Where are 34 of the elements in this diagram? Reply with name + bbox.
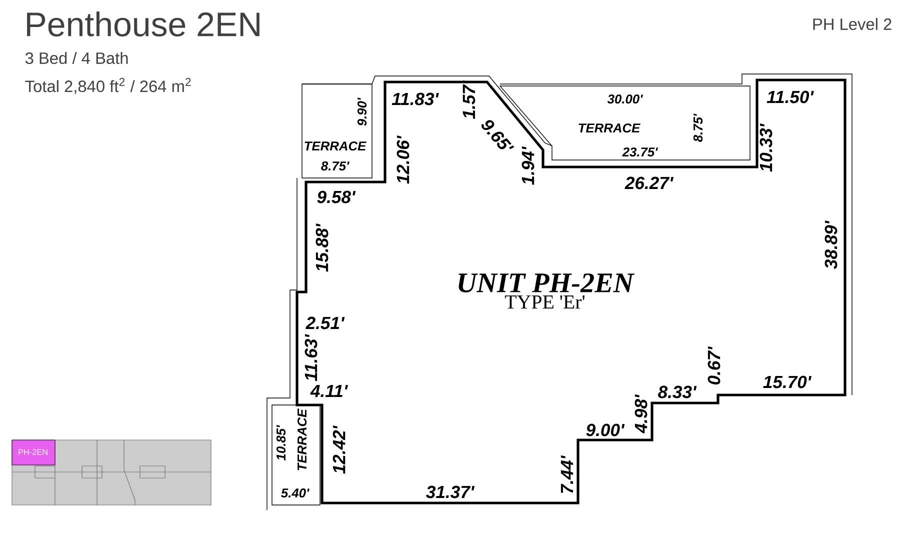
dimension-label: 1.57': [462, 80, 476, 119]
dimension-label: 9.90': [357, 98, 367, 126]
dimension-label: 11.83': [392, 92, 439, 106]
dimension-label: 12.42': [332, 425, 346, 474]
dimension-label: 23.75': [622, 147, 658, 157]
dimension-label: 9.65': [481, 120, 514, 150]
title: Penthouse 2EN: [27, 12, 260, 36]
dimension-label: 0.67': [708, 346, 720, 384]
dimension-label: 11.50': [766, 90, 814, 104]
area-text: Total 2,840 ft$^{2}$ / 264 m$^{2}$: [25, 78, 191, 94]
dimension-label: 31.37': [426, 486, 475, 498]
dimension-label: 10.85': [276, 424, 286, 460]
dimension-label: 10.33': [760, 123, 772, 172]
dimension-label: 15.88': [316, 223, 328, 272]
dimension-label: 11.63': [304, 334, 318, 382]
dimension-label: 8.75': [693, 114, 703, 142]
dimension-label: 8.33': [658, 386, 697, 398]
room-count: 3 Bed / 4 Bath: [25, 52, 128, 64]
dimension-label: 26.27': [624, 176, 674, 190]
dimension-label: 1.94': [522, 146, 534, 185]
key-plan-unit: PH-2EN: [12, 440, 56, 466]
dimension-label: 38.89': [824, 220, 838, 269]
dimension-label: 9.58': [317, 190, 356, 204]
dimension-label: 7.44': [560, 455, 574, 493]
dimension-label: 9.00': [586, 424, 625, 436]
dimension-label: 12.06': [396, 135, 410, 184]
dimension-label: 2.51': [306, 316, 345, 330]
dimension-label: 30.00': [607, 94, 643, 104]
dimension-label: 4.11': [310, 384, 348, 398]
dimension-label: 5.40': [281, 488, 310, 498]
dimension-label: 15.70': [763, 376, 812, 388]
dimension-label: 8.75': [321, 161, 350, 171]
level-label: PH Level 2: [813, 18, 892, 30]
dimension-label: 4.98': [634, 394, 648, 434]
